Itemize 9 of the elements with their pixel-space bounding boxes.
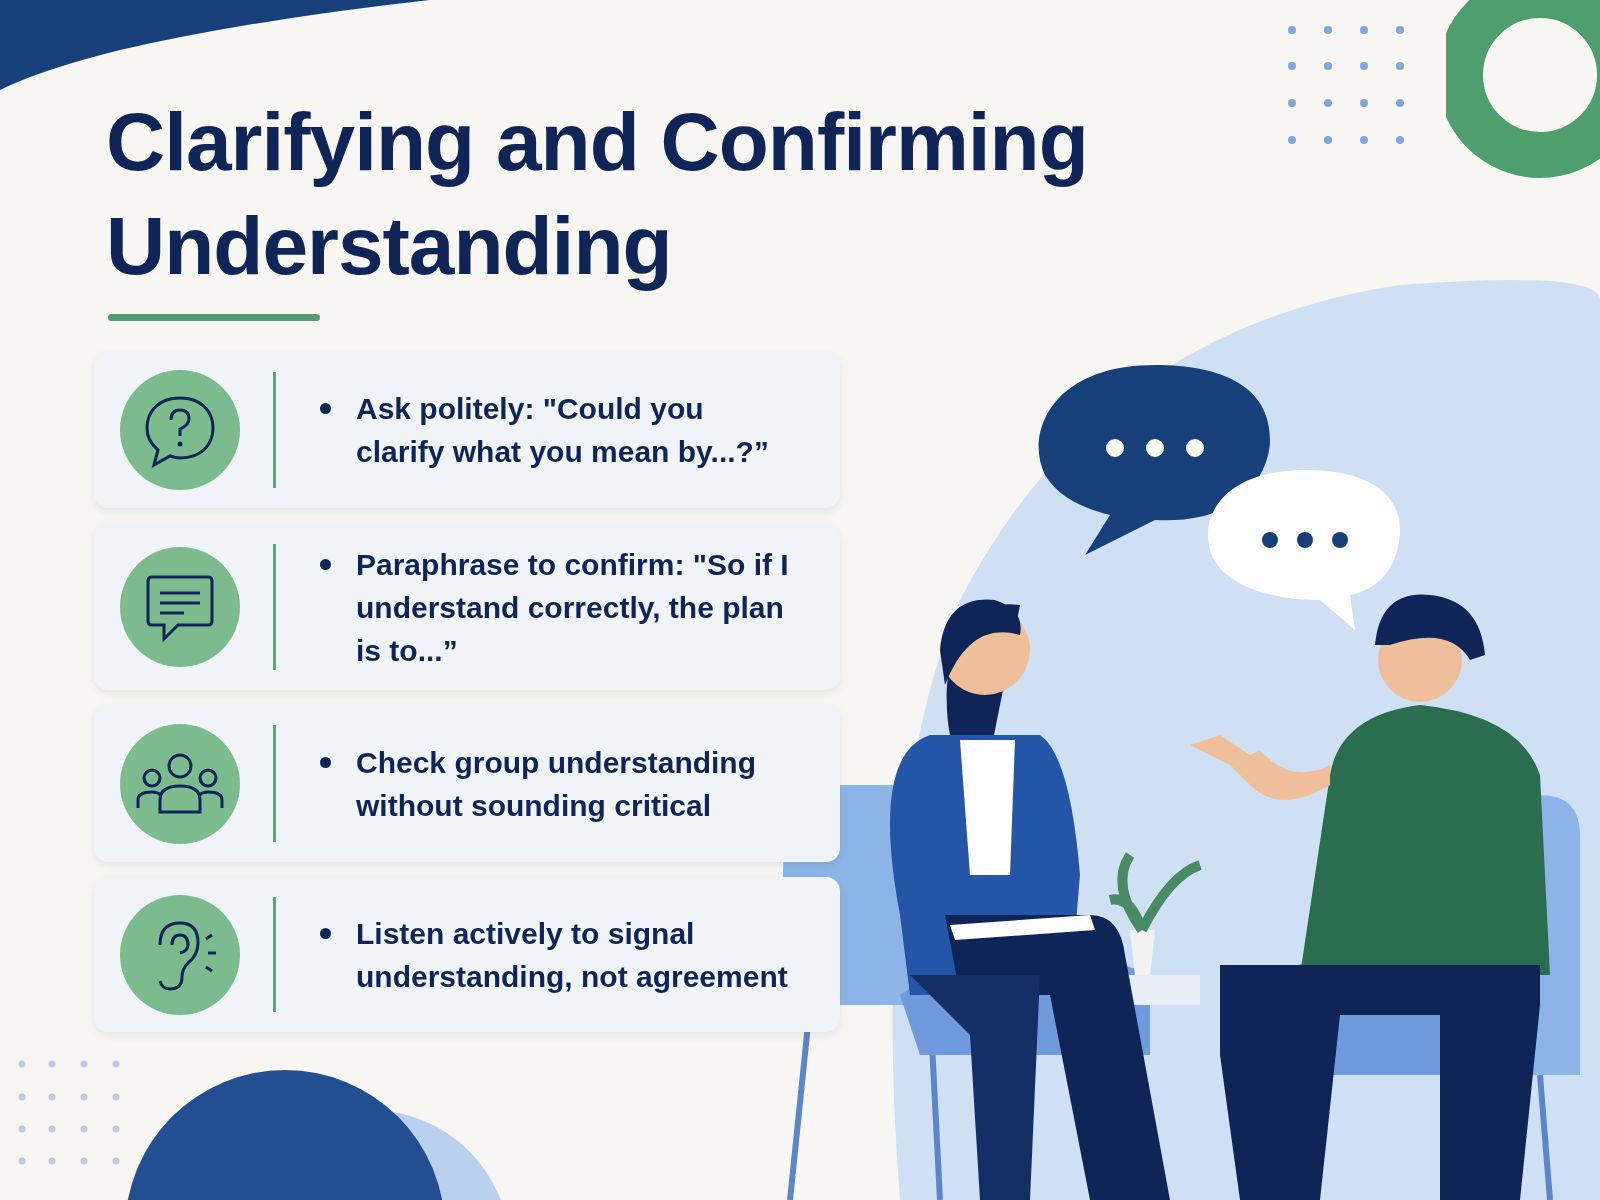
tip-card bbox=[94, 352, 840, 508]
title: Clarifying and Confirming Understanding bbox=[106, 95, 1089, 293]
tip-card bbox=[94, 524, 840, 690]
tip-text: Ask politely: "Could you clarify what you mean by...?” bbox=[356, 391, 770, 470]
tip-card bbox=[94, 877, 840, 1032]
tip-text: Listen actively to signal understanding, not agreement bbox=[356, 915, 789, 995]
tip-text: Check group understanding without sounding critical bbox=[356, 744, 758, 824]
tip-card bbox=[94, 705, 840, 862]
tip-text: Paraphrase to confirm: "So if I understand correctly, the plan is to...” bbox=[356, 546, 790, 669]
